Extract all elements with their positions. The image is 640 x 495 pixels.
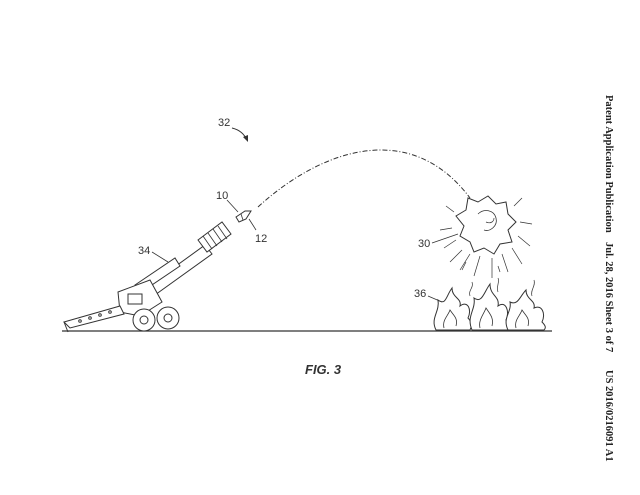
launcher [63,221,232,333]
ref-leader-36 [427,295,443,303]
projectile [235,210,252,223]
date-sheet: Jul. 28, 2016 Sheet 3 of 7 [603,242,614,353]
ref-leader-10 [226,199,239,213]
ref-32: 32 [218,117,230,129]
trajectory-ref-arrowhead [243,135,248,142]
ref-leader-12 [248,218,257,231]
ref-34: 34 [138,245,150,257]
ref-leader-30 [431,233,459,244]
ref-36: 36 [414,288,426,300]
ref-12: 12 [255,233,267,245]
burst [439,195,533,278]
figure-caption: FIG. 3 [305,362,342,377]
patent-header: Patent Application Publication Jul. 28, … [585,40,614,462]
ref-10: 10 [216,190,228,202]
publication-number: US 2016/0216091 A1 [603,370,614,462]
ref-leader-34 [151,251,169,263]
fire [433,277,546,331]
publication-title: Patent Application Publication [603,95,614,233]
trajectory-arc [257,149,471,208]
ref-30: 30 [418,238,430,250]
